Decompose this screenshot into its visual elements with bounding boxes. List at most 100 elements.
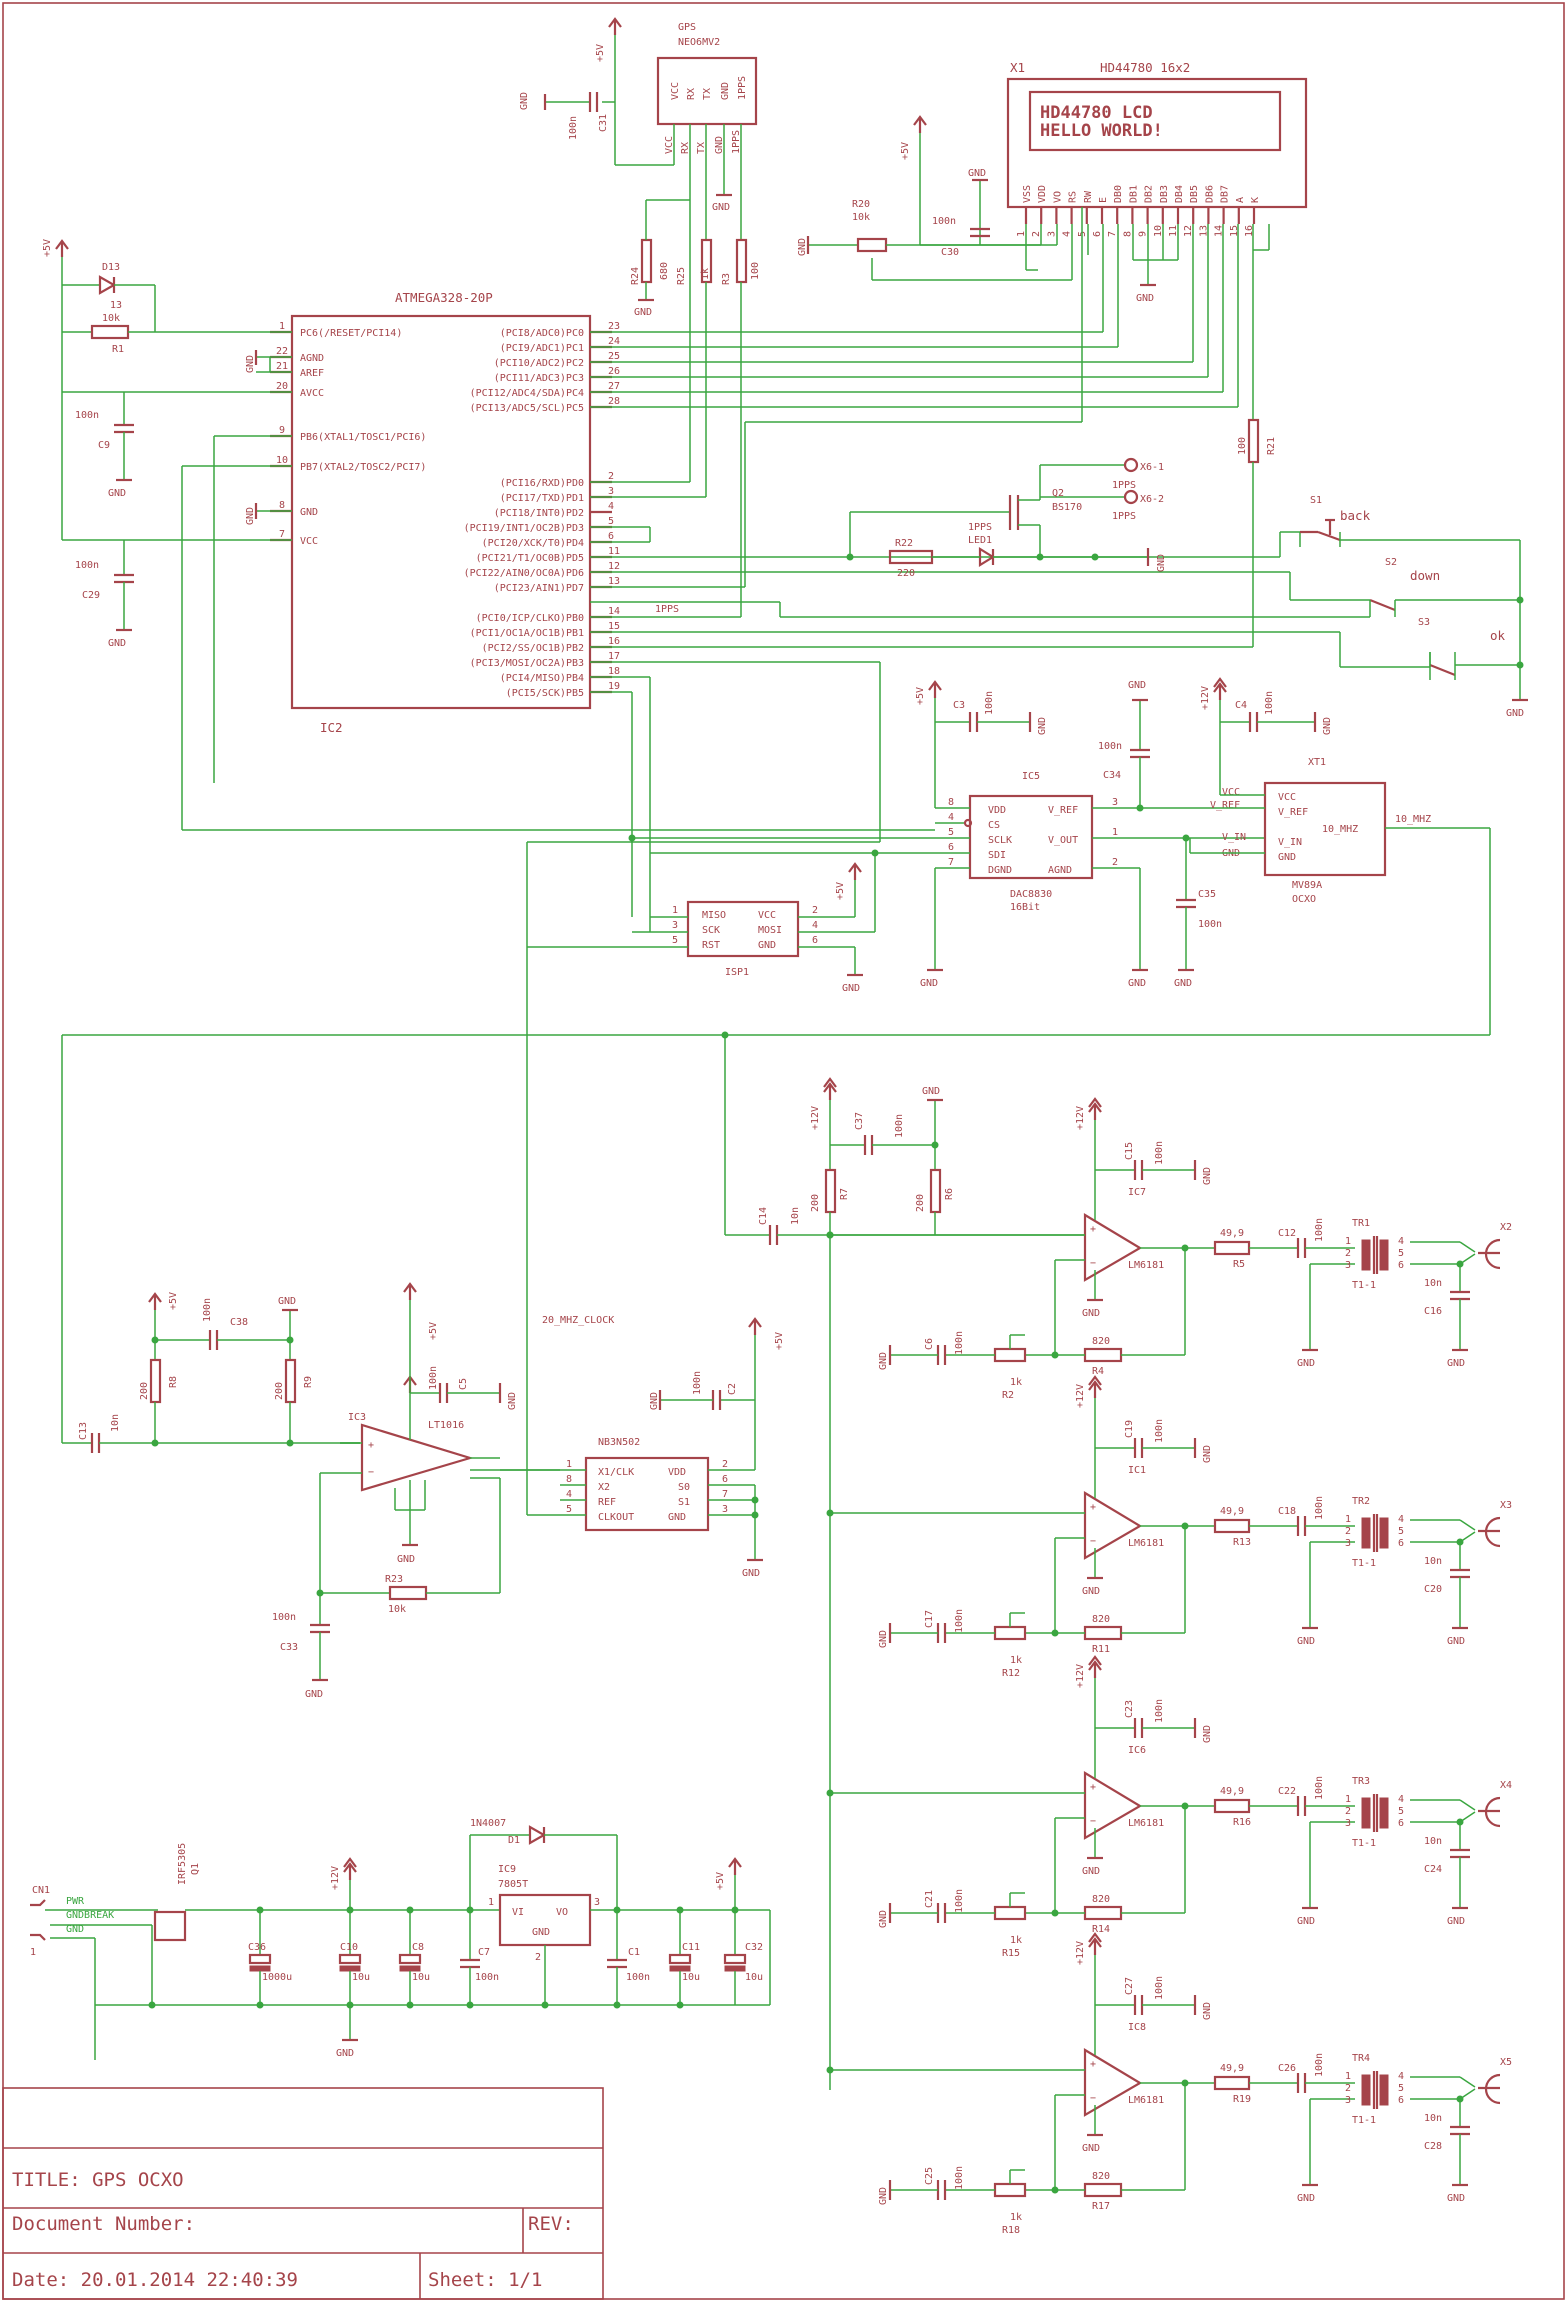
mcu-pin-label: AREF [300, 368, 324, 379]
driver-supply: +12V [1075, 1941, 1086, 1965]
mcu-pin-number: 13 [608, 576, 620, 587]
lcd-pin-number: 3 [1046, 231, 1057, 237]
c35-gnd: GND [1174, 978, 1192, 989]
led1-label: LED1 [968, 535, 992, 546]
driver-rout-value: 49,9 [1220, 1506, 1244, 1517]
svg-text:5: 5 [1398, 2083, 1404, 2094]
mcu-pin-number: 18 [608, 666, 620, 677]
mcu-pin-number: 1 [279, 321, 285, 332]
lcd-pin-label: RS [1068, 191, 1079, 203]
svg-text:S1: S1 [678, 1497, 690, 1508]
ocxo-part: MV89A [1292, 880, 1322, 891]
svg-text:VDD: VDD [988, 805, 1006, 816]
c30-label: C30 [941, 247, 959, 258]
mcu-pin-label: (PCI22/AIN0/OC0A)PD6 [464, 568, 584, 579]
svg-text:1: 1 [1345, 1794, 1351, 1805]
mcu-pin-number: 27 [608, 381, 620, 392]
x6-2-signal: 1PPS [1112, 511, 1136, 522]
svg-text:3: 3 [1345, 2095, 1351, 2106]
svg-text:1: 1 [1345, 2071, 1351, 2082]
lcd-pin-number: 15 [1229, 225, 1240, 237]
mcu-pin-label: (PCI8/ADC0)PC0 [500, 328, 584, 339]
driver-rout-label: R13 [1233, 1537, 1251, 1548]
svg-text:MISO: MISO [702, 910, 726, 921]
isp-supply: +5V [835, 882, 846, 900]
gps-pin-label: RX [686, 88, 697, 100]
r9-label: R9 [303, 1376, 314, 1388]
svg-text:3: 3 [1345, 1818, 1351, 1829]
svg-text:AGND: AGND [1048, 865, 1072, 876]
svg-text:V_IN: V_IN [1222, 832, 1246, 843]
mcu-pin-number: 23 [608, 321, 620, 332]
svg-text:−: − [1090, 1816, 1096, 1827]
svg-text:6: 6 [948, 842, 954, 853]
mcu-pin-label: (PCI5/SCK)PB5 [506, 688, 584, 699]
svg-text:−: − [1090, 1258, 1096, 1269]
svg-text:2: 2 [812, 905, 818, 916]
c37-label: C37 [854, 1112, 865, 1130]
driver-dc-value: 100n [1314, 1496, 1325, 1520]
driver-pot-cap-label: C17 [924, 1610, 935, 1628]
ocxo-supply: +12V [1200, 686, 1211, 710]
svg-text:2: 2 [1345, 1526, 1351, 1537]
lcd-ref: X1 [1010, 60, 1025, 75]
driver-supply: +12V [1075, 1106, 1086, 1130]
mcu-pin-label: (PCI12/ADC4/SDA)PC4 [470, 388, 584, 399]
svg-text:+: + [1090, 2059, 1096, 2070]
driver-rout-label: R16 [1233, 1817, 1251, 1828]
svg-text:6: 6 [1398, 1818, 1404, 1829]
sheet-number: Sheet: 1/1 [428, 2269, 542, 2291]
lcd-pin-label: VSS [1022, 185, 1033, 203]
driver-tr-gnd: GND [1297, 1916, 1315, 1927]
driver-pot-value: 1k [1010, 1377, 1022, 1388]
driver-bias-network: C14 10n +12V C37 100n 200 R7 GND 200 R6 [724, 1035, 1085, 2090]
driver-pot-cap-label: C25 [924, 2167, 935, 2185]
r6-value: 200 [915, 1194, 926, 1212]
c8-value: 10u [412, 1972, 430, 1983]
c2-value: 100n [692, 1371, 703, 1395]
svg-text:2: 2 [1345, 1248, 1351, 1259]
mcu-pin-label: AVCC [300, 388, 324, 399]
gps-part: NEO6MV2 [678, 37, 720, 48]
lcd-pin-number: 13 [1198, 225, 1209, 237]
mcu-left-nets: +5V D13 13 10k R1 GND 100n C9 GND 100n C… [42, 239, 292, 830]
x6-1-label: X6-1 [1140, 462, 1164, 473]
driver-tr-gnd: GND [1297, 1636, 1315, 1647]
lcd-pin-label: DB5 [1189, 185, 1200, 203]
svg-text:6: 6 [1398, 2095, 1404, 2106]
driver-pot-label: R12 [1002, 1668, 1020, 1679]
lcd-pin-number: 1 [1016, 231, 1027, 237]
gps-pin-label: VCC [670, 82, 681, 100]
c33-gnd: GND [305, 1689, 323, 1700]
driver-cap-gnd: GND [1447, 2193, 1465, 2204]
lcd-pin-label: DB3 [1159, 185, 1170, 203]
lcd-pin-label: A [1235, 197, 1246, 203]
c35-value: 100n [1198, 919, 1222, 930]
reg-part: 7805T [498, 1879, 528, 1890]
gps-pin-label: TX [702, 88, 713, 100]
lcd-pin-number: 10 [1153, 225, 1164, 237]
mcu-pin-number: 8 [279, 500, 285, 511]
svg-text:X2: X2 [598, 1482, 610, 1493]
c29-label: C29 [82, 590, 100, 601]
gps-gnd-2: GND [712, 202, 730, 213]
ocxo-part2: OCXO [1292, 894, 1316, 905]
driver-pot-value: 1k [1010, 2212, 1022, 2223]
svg-text:3: 3 [722, 1504, 728, 1515]
svg-text:+: + [1090, 1502, 1096, 1513]
lcd-pin-number: 12 [1183, 225, 1194, 237]
driver-fb-label: R17 [1092, 2201, 1110, 2212]
svg-text:GND: GND [668, 1512, 686, 1523]
svg-text:GND: GND [1278, 852, 1296, 863]
x6-1-signal: 1PPS [1112, 480, 1136, 491]
c31-label: C31 [598, 114, 609, 132]
driver-pot-cap-value: 100n [954, 1609, 965, 1633]
mcu-pin-label: (PCI13/ADC5/SCL)PC5 [470, 403, 584, 414]
r21-label: R21 [1266, 437, 1277, 455]
c5-label: C5 [458, 1378, 469, 1390]
lt-supply: +5V [428, 1322, 439, 1340]
mcu-pin-number: 24 [608, 336, 620, 347]
